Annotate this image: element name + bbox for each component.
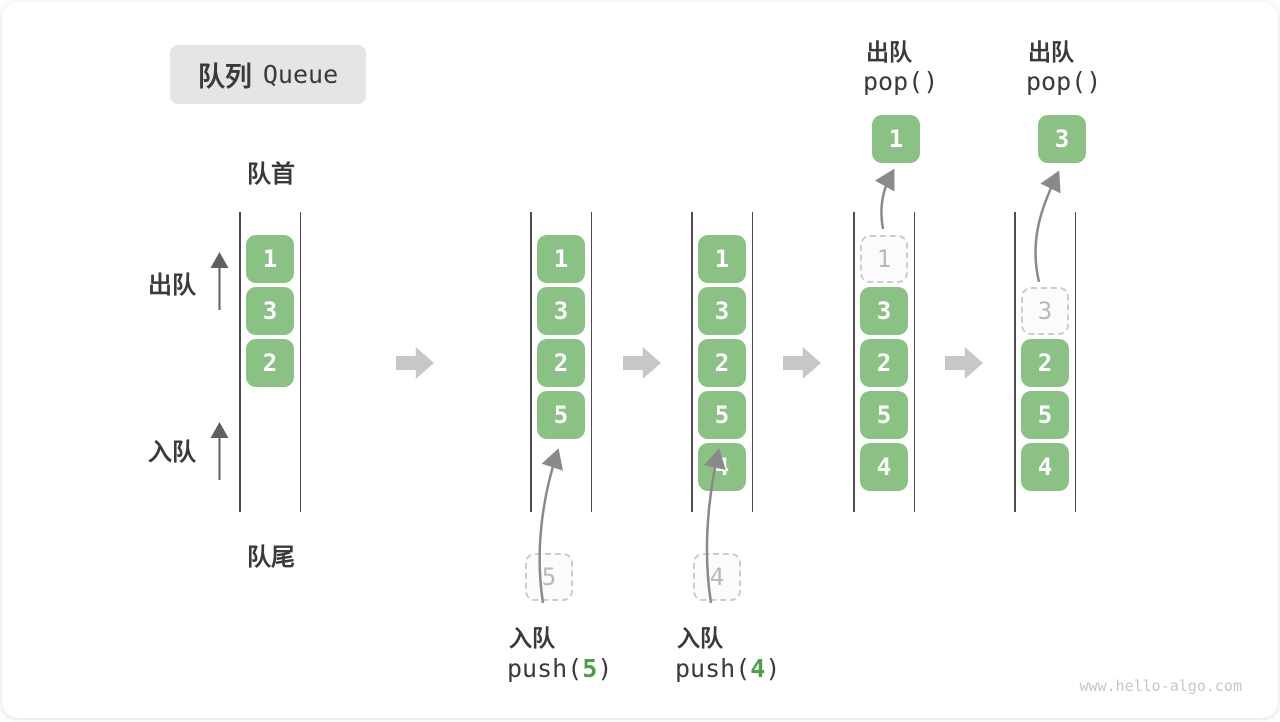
code-pre: push( <box>507 654 582 683</box>
queue-block: 2 <box>698 339 746 387</box>
popped-block: 3 <box>1038 115 1086 163</box>
queue-block: 1 <box>537 235 585 283</box>
queue-column-4: 1 3 2 5 4 <box>853 212 915 512</box>
queue-block: 1 <box>698 235 746 283</box>
code-arg: 5 <box>582 654 597 683</box>
queue-block: 4 <box>1021 443 1069 491</box>
queue-column-1: 1 3 2 <box>239 212 301 512</box>
queue-column-3: 1 3 2 5 4 <box>691 212 753 512</box>
queue-block: 5 <box>860 391 908 439</box>
title-box: 队列 Queue <box>170 45 366 104</box>
op-pop1-label: 出队 <box>866 33 912 67</box>
queue-wall-right <box>591 212 593 512</box>
queue-block: 1 <box>246 235 294 283</box>
ghost-block: 1 <box>860 235 908 283</box>
watermark: www.hello-algo.com <box>1079 677 1242 695</box>
op-pop1-code: pop() <box>863 67 938 96</box>
queue-block: 3 <box>860 287 908 335</box>
code-post: ) <box>765 654 780 683</box>
state-transition-arrow-icon <box>396 347 434 379</box>
code-post: ) <box>597 654 612 683</box>
label-dequeue-side: 出队 <box>148 265 196 300</box>
op-push4-code: push(4) <box>675 654 780 683</box>
queue-block: 5 <box>1021 391 1069 439</box>
staged-block: 4 <box>693 553 741 601</box>
op-push5-label: 入队 <box>509 619 555 653</box>
queue-block: 3 <box>537 287 585 335</box>
queue-wall-left <box>853 212 855 512</box>
state-transition-arrow-icon <box>783 347 821 379</box>
ghost-block: 3 <box>1021 287 1069 335</box>
title-zh: 队列 <box>198 55 252 94</box>
queue-wall-left <box>691 212 693 512</box>
queue-wall-left <box>530 212 532 512</box>
queue-block: 2 <box>860 339 908 387</box>
op-pop2-label: 出队 <box>1028 33 1074 67</box>
title-en: Queue <box>263 60 338 89</box>
queue-wall-right <box>300 212 302 512</box>
queue-wall-left <box>239 212 241 512</box>
queue-block: 2 <box>537 339 585 387</box>
queue-column-5: 3 2 5 4 <box>1014 212 1076 512</box>
queue-wall-left <box>1014 212 1016 512</box>
queue-block: 5 <box>698 391 746 439</box>
queue-block: 2 <box>246 339 294 387</box>
staged-block: 5 <box>525 553 573 601</box>
label-enqueue-side: 入队 <box>148 432 196 467</box>
op-push5-code: push(5) <box>507 654 612 683</box>
queue-block: 3 <box>246 287 294 335</box>
queue-block: 4 <box>698 443 746 491</box>
queue-wall-right <box>752 212 754 512</box>
label-queue-front: 队首 <box>240 154 302 189</box>
code-pre: push( <box>675 654 750 683</box>
op-pop2-code: pop() <box>1026 67 1101 96</box>
op-push4-label: 入队 <box>677 619 723 653</box>
queue-block: 2 <box>1021 339 1069 387</box>
queue-block: 5 <box>537 391 585 439</box>
queue-column-2: 1 3 2 5 <box>530 212 592 512</box>
queue-block: 4 <box>860 443 908 491</box>
label-queue-rear: 队尾 <box>240 537 302 572</box>
popped-block: 1 <box>872 115 920 163</box>
state-transition-arrow-icon <box>623 347 661 379</box>
queue-wall-right <box>1075 212 1077 512</box>
queue-wall-right <box>914 212 916 512</box>
code-arg: 4 <box>750 654 765 683</box>
queue-block: 3 <box>698 287 746 335</box>
state-transition-arrow-icon <box>945 347 983 379</box>
